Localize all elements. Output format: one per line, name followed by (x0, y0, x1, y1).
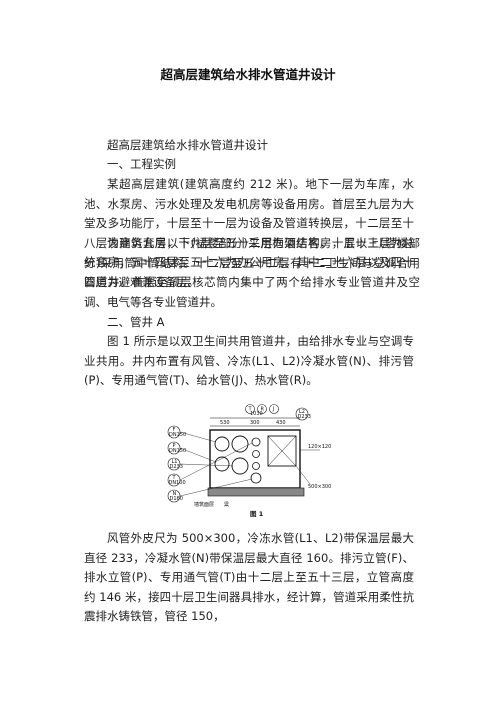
shaft-wall (207, 487, 305, 497)
pipe-r (252, 450, 260, 458)
figure-1-shaft-diagram: 1030 530 300 430 T R (150, 402, 346, 520)
figure-caption: 图 1 (250, 509, 264, 518)
air-duct (267, 435, 297, 467)
dimension-3-label: 430 (276, 420, 286, 426)
callout-t-text: T (248, 407, 253, 413)
callout-n-text: N (173, 491, 177, 497)
callout-j-text: J (272, 407, 274, 413)
duct-cross-b (267, 435, 297, 467)
document-title: 超高层建筑给水排水管道井设计 (160, 67, 336, 82)
callout-t-size: DN100 (169, 480, 186, 486)
callout-j (269, 404, 279, 414)
leader-f (179, 431, 217, 443)
shaft-outline (209, 429, 301, 489)
paragraph-shaft-a-intro: 图 1 所示是以双卫生间共用管道井，由给排水专业与空调专业共用。井内布置有风管、… (84, 334, 414, 388)
leader-duct (295, 465, 311, 485)
dimension-2-label: 300 (250, 420, 260, 426)
pipe-j (252, 462, 260, 470)
callout-l1-text: L1 (172, 459, 178, 465)
pipe-t (251, 437, 261, 447)
paragraph-subtitle: 超高层建筑给水排水管道井设计 (107, 138, 268, 152)
callout-r (257, 404, 267, 414)
pipe-l1 (231, 435, 249, 453)
callout-t (245, 404, 255, 414)
pipe-n (250, 472, 262, 484)
beam-note-label: 粱 (224, 501, 229, 508)
shaft-plan-drawing: 1030 530 300 430 T R (167, 404, 331, 518)
pipe-l2 (231, 457, 249, 475)
callout-f-text: F (173, 427, 176, 433)
leader-l1 (179, 463, 234, 467)
callout-p-text: P (173, 443, 176, 449)
paragraph-heading-2: 二、管井 A (107, 315, 165, 329)
paragraph-structure: 该建筑九层以下(裙楼部分)采用框架结构，十层以上(塔楼部分)采用筒中筒结构。十二… (84, 236, 420, 309)
dimension-total-label: 1030 (250, 411, 263, 417)
paragraph-pipe-sizes: 风管外皮尺为 500×300，冷冻水管(L1、L2)带保温层最大直径 233，冷… (84, 531, 414, 624)
leader-t (179, 442, 253, 481)
callout-l2-size: D233 (298, 414, 311, 420)
callout-l2 (295, 407, 309, 421)
callout-n-size: D160 (170, 496, 183, 502)
callout-l1-size: D233 (170, 464, 183, 470)
box-size-label: 120×120 (308, 444, 331, 450)
duct-size-label: 500×300 (308, 484, 331, 490)
dimension-1-label: 530 (220, 420, 230, 426)
paragraph-project-intro: 某超高层建筑(建筑高度约 212 米)。地下一层为车库，水池、水泵房、污水处理及… (84, 177, 414, 289)
callout-f-size: DN150 (169, 432, 186, 438)
paragraph-heading-1: 一、工程实例 (107, 157, 176, 171)
callout-t-left-text: T (172, 475, 177, 481)
callout-p-size: DN150 (169, 448, 186, 454)
pipe-p (214, 456, 230, 472)
leader-n (179, 478, 253, 497)
callout-r-text: R (261, 407, 265, 413)
pipe-f (214, 436, 230, 452)
leader-p (179, 447, 217, 463)
callout-l2-text: L2 (299, 409, 305, 415)
wall-note-label: 墙筑面层 (194, 501, 214, 508)
